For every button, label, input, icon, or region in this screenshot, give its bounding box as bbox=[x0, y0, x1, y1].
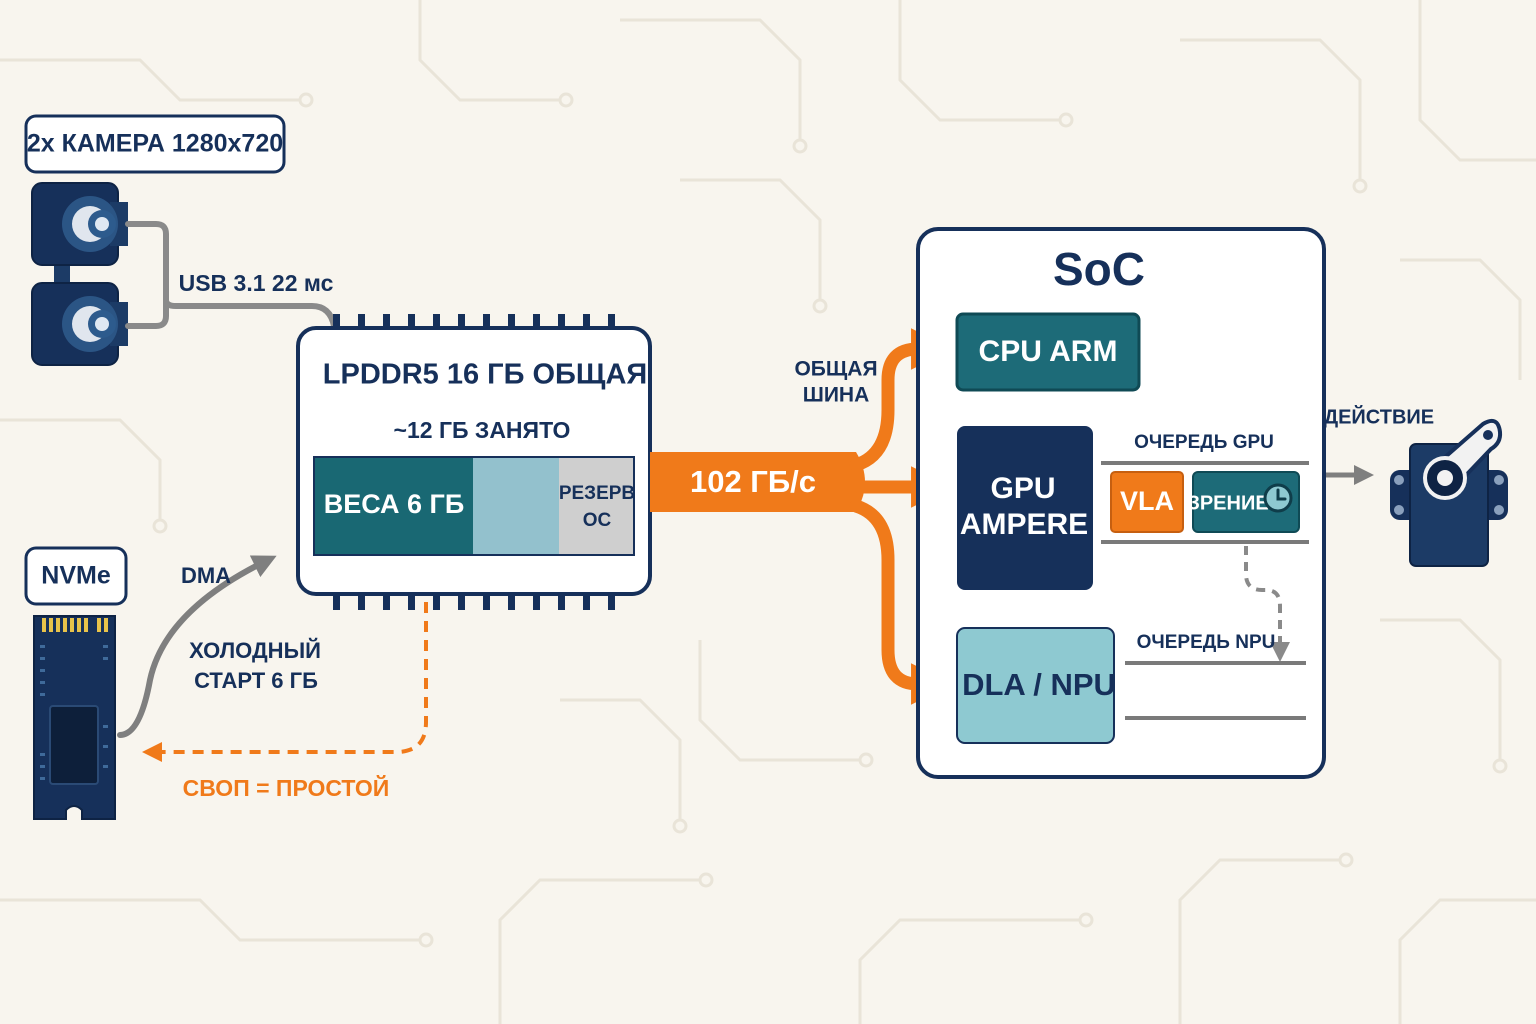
vision-task: ЗРЕНИЕ bbox=[1187, 471, 1300, 533]
memory-chip-pins bbox=[333, 314, 615, 610]
cpu-label: CPU ARM bbox=[979, 335, 1118, 368]
gpu-line2: AMPERE bbox=[960, 508, 1088, 541]
dma-label: DMA bbox=[181, 563, 231, 588]
usb-cable bbox=[125, 221, 337, 329]
weights-label: ВЕСА 6 ГБ bbox=[324, 489, 465, 519]
bus-bandwidth: 102 ГБ/с bbox=[690, 464, 816, 499]
cold-start-line1: ХОЛОДНЫЙ bbox=[189, 638, 321, 663]
swap-arrow bbox=[142, 602, 428, 762]
usb-link-label: USB 3.1 22 мс bbox=[179, 270, 334, 296]
bus-label-line1: ОБЩАЯ bbox=[794, 358, 877, 381]
nvme-label: NVMe bbox=[41, 562, 111, 590]
ssd-icon bbox=[33, 615, 116, 820]
vla-task: VLA bbox=[1110, 471, 1184, 533]
cold-start-line2: СТАРТ 6 ГБ bbox=[194, 668, 318, 693]
vla-label: VLA bbox=[1120, 486, 1174, 516]
npu-queue-label: ОЧЕРЕДЬ NPU bbox=[1137, 632, 1276, 653]
action-label: ДЕЙСТВИЕ bbox=[1324, 404, 1434, 428]
camera-icon bbox=[31, 182, 128, 366]
camera-label: 2x КАМЕРА 1280x720 bbox=[27, 130, 283, 158]
swap-label: СВОП = ПРОСТОЙ bbox=[183, 774, 390, 801]
camera-label-box: 2x КАМЕРА 1280x720 bbox=[24, 114, 286, 174]
bus-label-line2: ШИНА bbox=[803, 384, 870, 407]
vision-label: ЗРЕНИЕ bbox=[1187, 492, 1268, 514]
reserve-line1: РЕЗЕРВ bbox=[559, 483, 635, 504]
memory-used-label: ~12 ГБ ЗАНЯТО bbox=[394, 417, 571, 443]
npu-block: DLA / NPU bbox=[956, 627, 1116, 744]
dma-arrow bbox=[117, 555, 277, 738]
npu-offload-arrow bbox=[1244, 546, 1290, 662]
cpu-block: CPU ARM bbox=[955, 312, 1141, 392]
weights-segment bbox=[315, 458, 473, 554]
clock-icon bbox=[1263, 483, 1293, 513]
gpu-line1: GPU bbox=[990, 472, 1055, 505]
memory-title: LPDDR5 16 ГБ ОБЩАЯ bbox=[323, 359, 647, 391]
shared-bus bbox=[650, 452, 865, 512]
soc-title: SoC bbox=[1053, 243, 1145, 295]
reserve-segment bbox=[559, 458, 633, 554]
gpu-queue-label: ОЧЕРЕДЬ GPU bbox=[1134, 432, 1274, 453]
nvme-label-box: NVMe bbox=[24, 546, 128, 606]
servo-icon bbox=[1390, 418, 1508, 567]
gpu-block: GPU AMPERE bbox=[957, 426, 1093, 590]
reserve-line2: ОС bbox=[583, 510, 612, 531]
memory-usage-bar: ВЕСА 6 ГБ РЕЗЕРВ ОС bbox=[313, 456, 635, 556]
npu-label: DLA / NPU bbox=[962, 667, 1116, 702]
used-segment bbox=[473, 458, 559, 554]
